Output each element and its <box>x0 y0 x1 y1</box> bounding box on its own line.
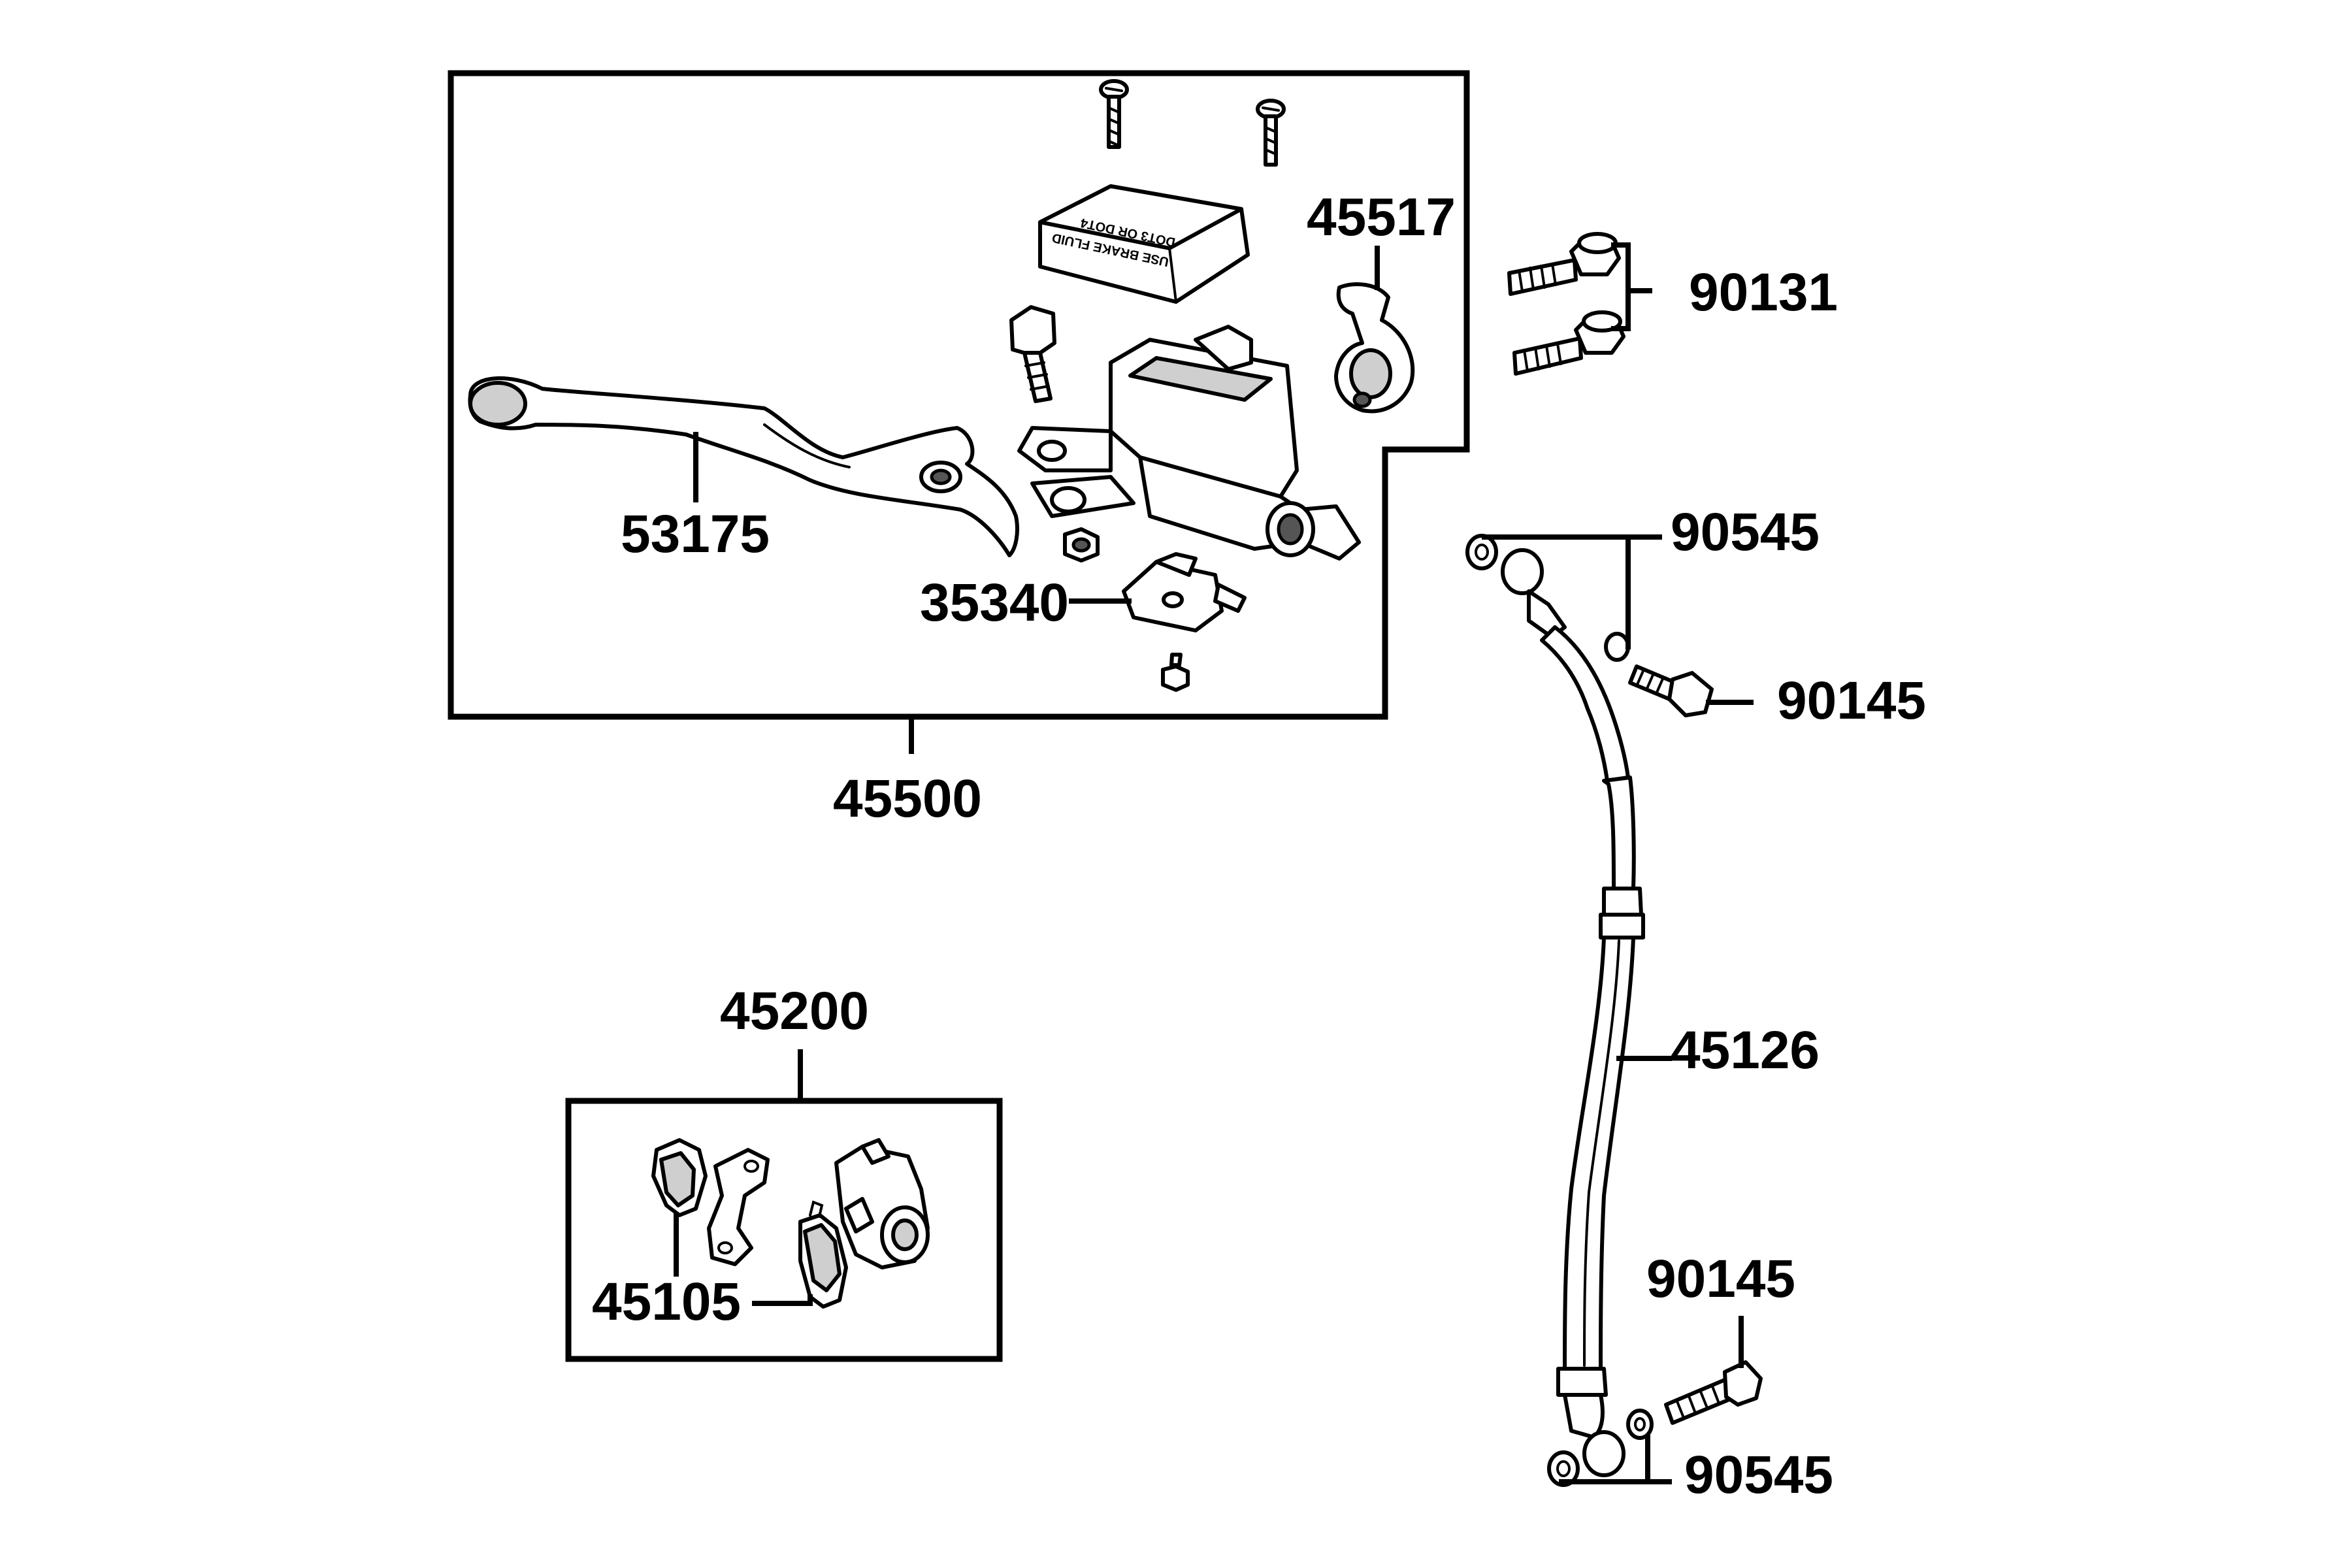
label-53175: 53175 <box>621 504 770 564</box>
leader-90545-bottom <box>1559 1435 1672 1484</box>
label-45500: 45500 <box>833 769 982 828</box>
brake-light-switch <box>1122 552 1247 632</box>
caliper-bracket <box>707 1148 770 1266</box>
brake-lever <box>468 376 1019 557</box>
label-45517: 45517 <box>1307 188 1456 247</box>
clamp-bolt-lower <box>1512 310 1625 376</box>
leader-90131 <box>1611 242 1652 331</box>
banjo-bolt-lower <box>1626 1360 1763 1440</box>
label-90131: 90131 <box>1689 263 1838 322</box>
handlebar-clamp <box>1334 282 1415 414</box>
banjo-bolt-upper <box>1604 632 1714 717</box>
label-35340: 35340 <box>920 573 1069 632</box>
label-90145-top: 90145 <box>1777 671 1926 730</box>
caliper-body <box>834 1138 930 1269</box>
caliper-assembly-frame <box>565 1098 1003 1362</box>
pivot-bolt <box>1009 305 1056 403</box>
label-45105: 45105 <box>592 1272 741 1331</box>
leader-45105-right <box>752 1294 813 1306</box>
master-cylinder-body <box>1017 325 1361 561</box>
brake-hose <box>1465 534 1645 1487</box>
label-45200: 45200 <box>720 981 869 1041</box>
cap-screw-left <box>1099 79 1129 149</box>
reservoir-cap: USE BRAKE FLUID DOT3 OR DOT4 <box>1038 184 1250 304</box>
label-90145-bottom: 90145 <box>1646 1249 1795 1309</box>
cap-screw-right <box>1256 99 1286 167</box>
brake-pad-left <box>651 1138 708 1217</box>
label-90545-top: 90545 <box>1671 502 1820 562</box>
switch-screw <box>1161 653 1190 692</box>
master-cylinder-assembly-frame <box>448 70 1470 720</box>
clamp-bolt-upper <box>1507 232 1621 296</box>
label-45126: 45126 <box>1671 1021 1820 1080</box>
label-90545-bottom: 90545 <box>1684 1445 1833 1505</box>
lever-nut <box>1063 527 1100 563</box>
leader-90545-top <box>1482 534 1662 649</box>
brake-pad-right <box>798 1200 848 1309</box>
